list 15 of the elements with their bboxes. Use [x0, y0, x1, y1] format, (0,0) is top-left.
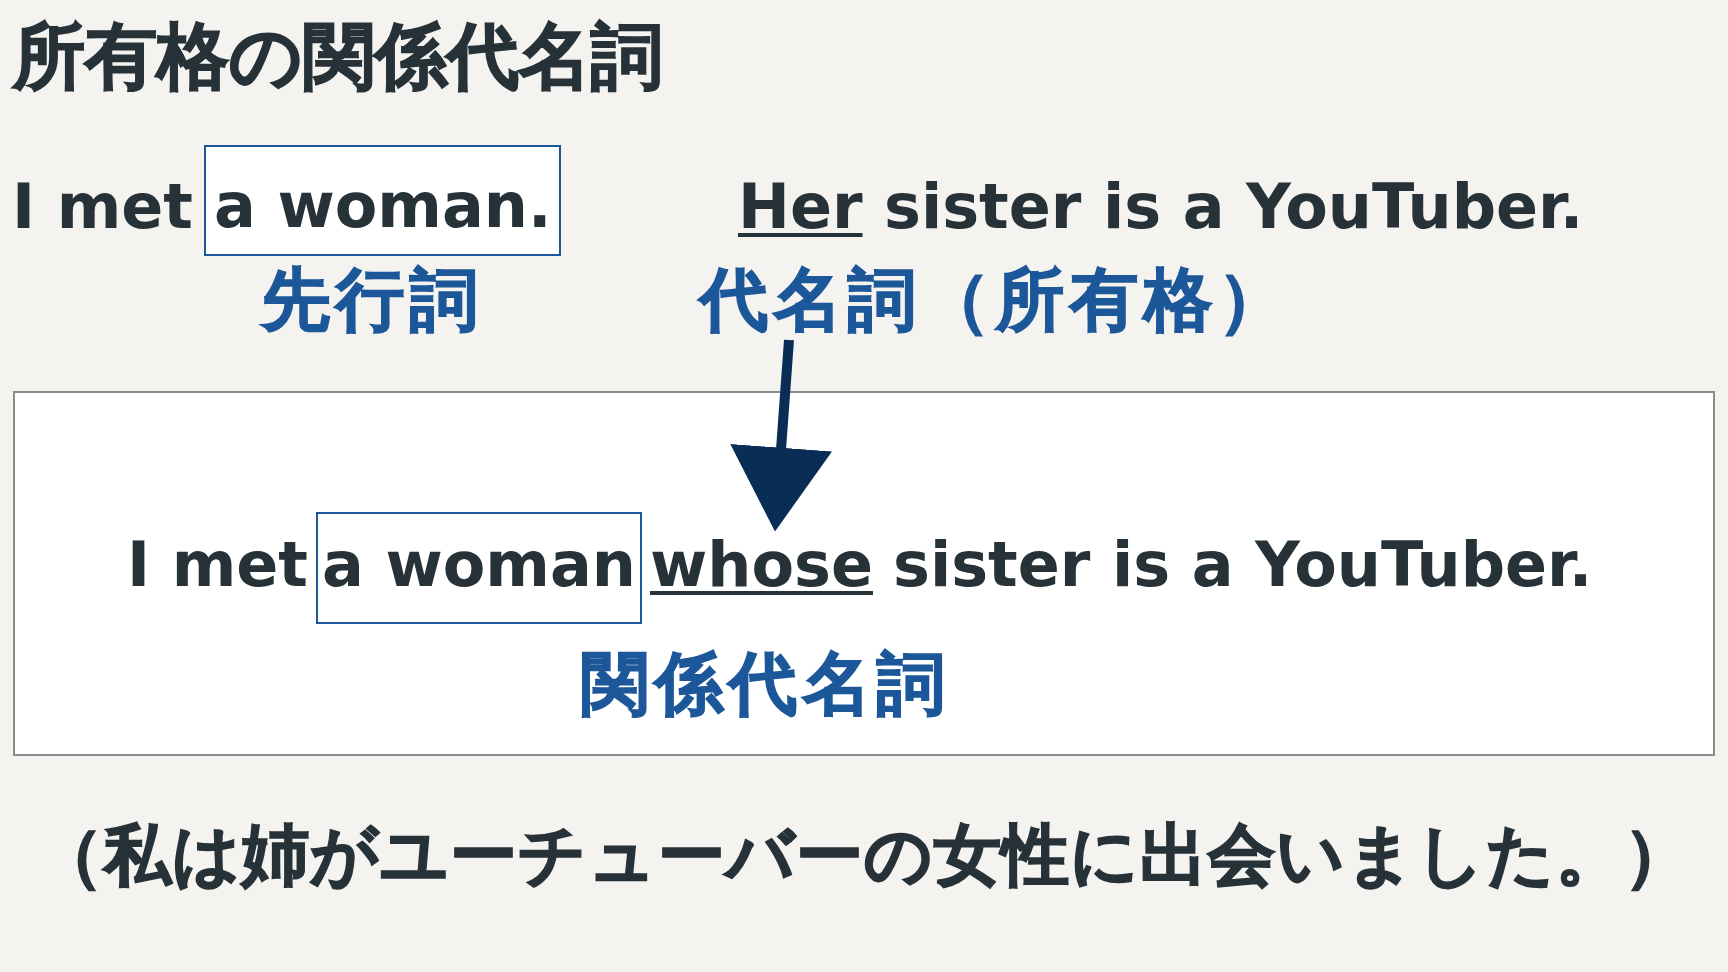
- boxed-phrase: a woman: [316, 512, 642, 624]
- sentence-box: [13, 391, 1715, 756]
- sentence-text: sister is a YouTuber.: [893, 533, 1593, 596]
- term-label: 代名詞（所有格）: [700, 266, 1292, 334]
- underlined-word: Her: [738, 175, 863, 238]
- sentence-text: I met: [12, 175, 193, 238]
- term-label: 関係代名詞: [581, 650, 951, 718]
- title: 所有格の関係代名詞: [13, 14, 663, 98]
- sentence-text: I met: [127, 533, 308, 596]
- sentence-text: sister is a YouTuber.: [884, 175, 1584, 238]
- arrow: [730, 339, 832, 532]
- boxed-phrase: a woman.: [204, 145, 562, 256]
- underlined-word: whose: [650, 533, 873, 596]
- translation-text: （私は姉がユーチューバーの女性に出会いました。）: [36, 822, 1692, 889]
- term-label: 先行詞: [262, 266, 484, 334]
